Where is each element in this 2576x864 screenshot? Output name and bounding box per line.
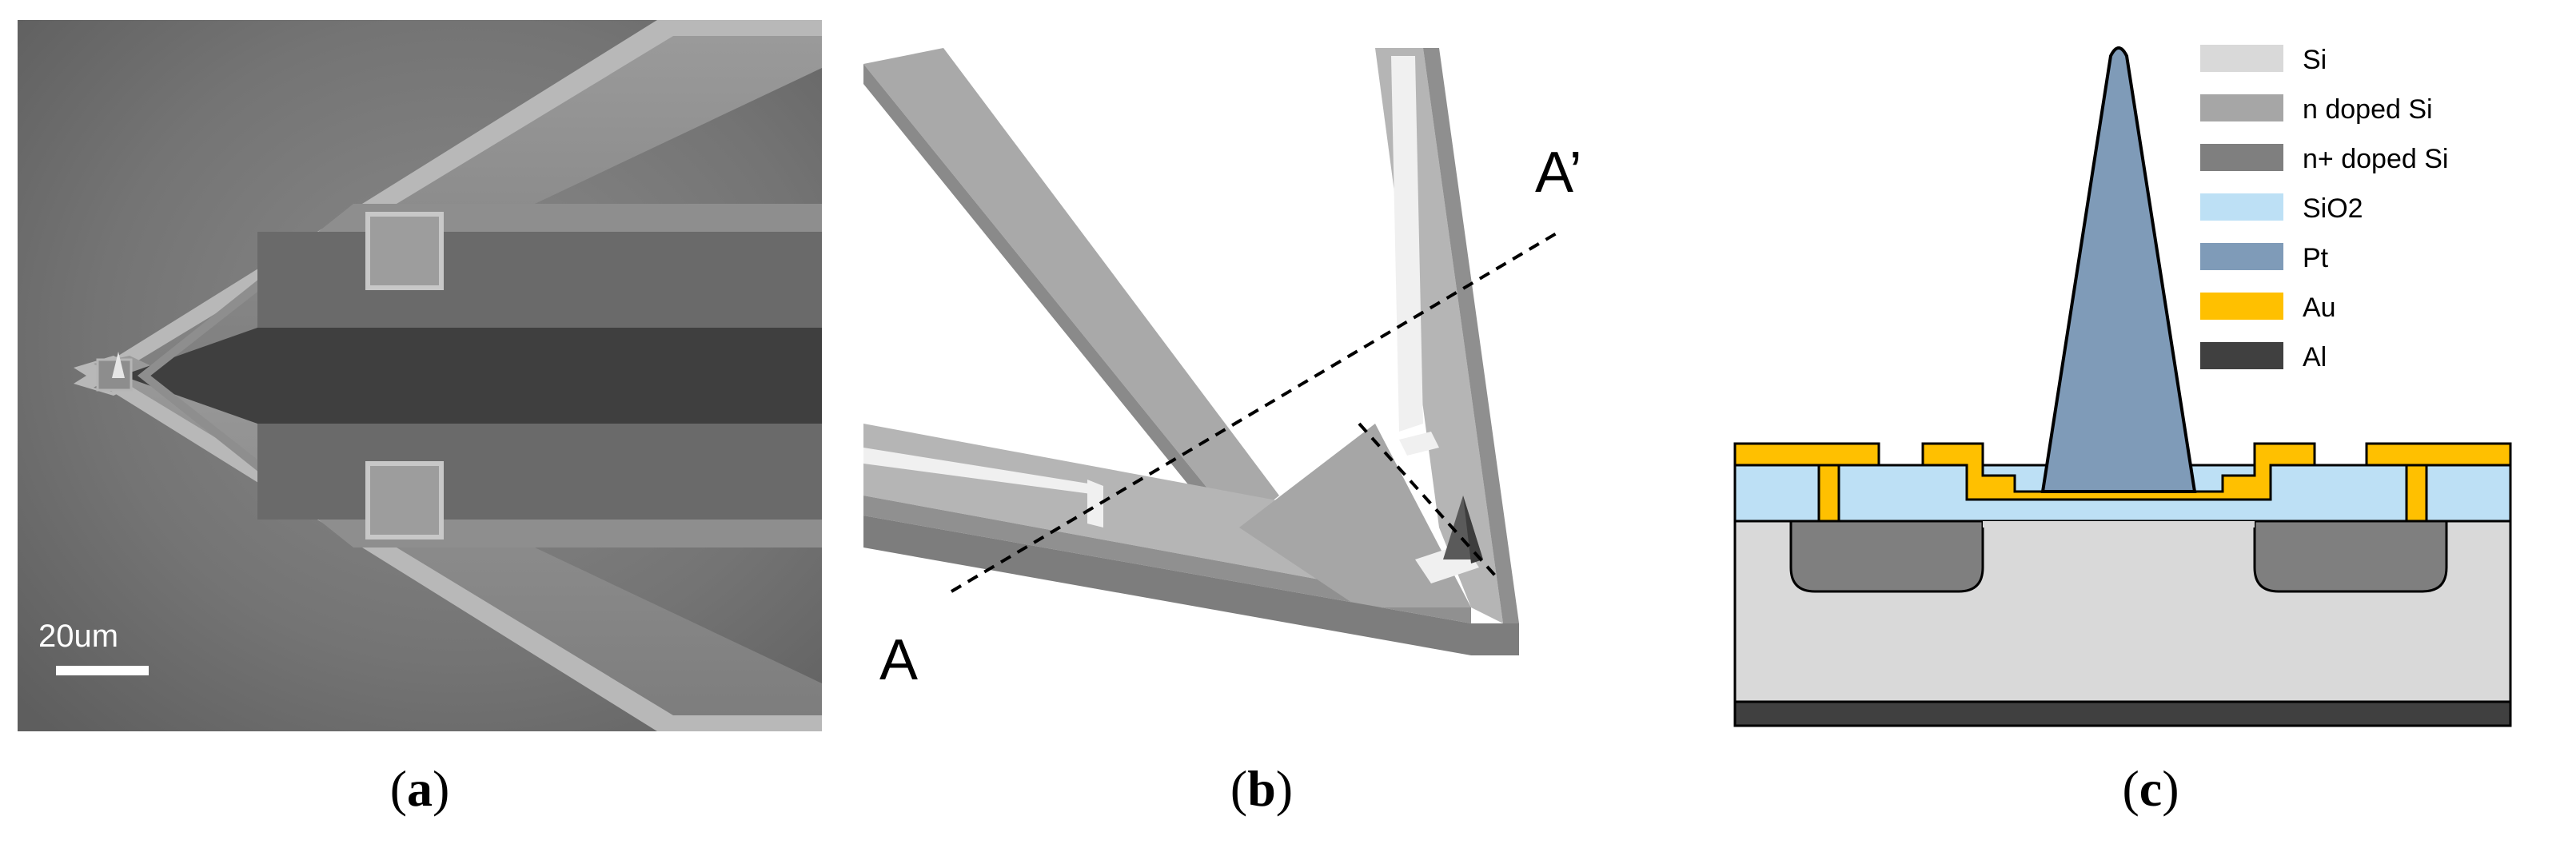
scale-bar [56,666,149,675]
caption-b-open-paren: ( [1230,760,1248,817]
central-beam [122,328,822,424]
lower-gap [257,424,822,520]
upper-trace [138,204,822,380]
caption-a-letter: a [407,760,433,817]
scale-bar-label: 20um [38,619,118,654]
caption-c-letter: c [2139,760,2163,817]
legend-label-pt: Pt [2303,243,2329,273]
upper-contact-pad [365,212,444,290]
legend-swatch-al [2200,342,2283,369]
section-line [950,230,1561,593]
bottom-trace-end [1087,480,1103,528]
caption-b-letter: b [1247,760,1276,817]
sio2-recess [1983,521,2255,528]
upper-tip-pad [1399,432,1439,456]
legend-swatch-si [2200,45,2283,72]
left-arm-side [863,64,1239,547]
caption-b: (b) [1182,759,1342,818]
right-arm-side [1423,48,1519,623]
caption-a: (a) [340,759,500,818]
au-pad-left [1733,442,1880,467]
legend-swatch-pt [2200,243,2283,270]
caption-a-close-paren: ) [433,760,450,817]
au-pad-right [2365,442,2512,467]
base-slab [863,516,1519,655]
cantilever-3d-render: A A’ [863,48,1582,692]
legend-label-al: Al [2303,342,2327,372]
junction [1239,424,1471,607]
sem-image-panel: 20um [18,20,822,731]
section-guide-line [1358,422,1497,577]
sem-micrograph: 20um [18,20,822,731]
caption-a-open-paren: ( [389,760,407,817]
au-via-left [1817,464,1840,523]
legend-label-sio2: SiO2 [2303,193,2363,224]
legend: Si n doped Si n+ doped Si SiO2 Pt Au Al [2200,45,2448,372]
caption-b-close-paren: ) [1275,760,1294,817]
cross-section-panel: Si n doped Si n+ doped Si SiO2 Pt Au Al [1719,16,2558,735]
legend-swatch-au [2200,293,2283,320]
n-plus-well-left [1789,520,1984,593]
pt-tip [2040,46,2197,493]
legend-label-n-plus-doped: n+ doped Si [2303,144,2448,174]
upper-gap [257,232,822,328]
au-via-right [2405,464,2428,523]
cross-section-diagram: Si n doped Si n+ doped Si SiO2 Pt Au Al [1733,45,2512,727]
cone-tip-shadow [1463,496,1483,563]
caption-c-close-paren: ) [2162,760,2179,817]
lower-contact-pad [365,461,444,540]
legend-label-si: Si [2303,45,2327,75]
section-label-a-prime: A’ [1535,141,1582,205]
bottom-arm-side [863,496,1471,623]
n-plus-well-right [2253,520,2448,593]
al-layer [1733,700,2512,727]
bottom-trace [863,448,1103,496]
lower-trace [138,372,822,547]
left-arm-top [863,48,1279,528]
caption-c: (c) [2071,759,2231,818]
legend-label-n-doped: n doped Si [2303,94,2433,125]
au-trench-liner [1921,442,2316,501]
caption-c-open-paren: ( [2122,760,2139,817]
right-trace [1391,56,1423,432]
probe-tip [112,352,125,378]
section-label-a: A [879,628,918,692]
cantilever-3d-panel: A A’ [863,48,1583,735]
legend-label-au: Au [2303,293,2336,323]
legend-swatch-sio2 [2200,193,2283,221]
legend-swatch-n-plus-doped [2200,144,2283,171]
legend-swatch-n-doped [2200,94,2283,121]
